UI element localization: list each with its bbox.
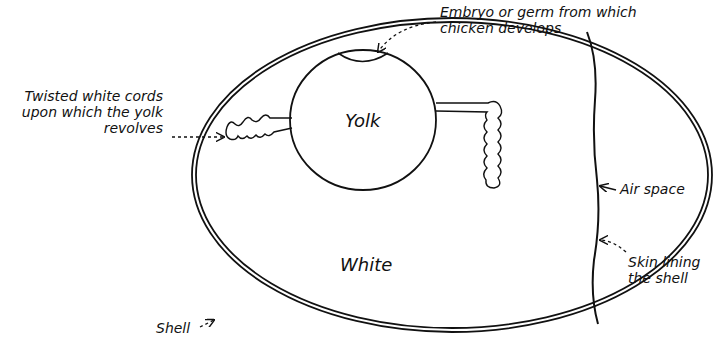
shell-membrane xyxy=(587,32,598,324)
chalaza xyxy=(226,115,292,140)
embryo xyxy=(338,53,388,62)
callout-label: Twisted white cords upon which the yolk … xyxy=(3,88,163,136)
callout-label: Shell xyxy=(156,320,200,336)
egg-outline xyxy=(190,16,714,334)
leader-line xyxy=(600,186,616,190)
leader-line xyxy=(172,136,224,137)
callout-label: Skin lining the shell xyxy=(628,254,714,286)
yolk-circle: Yolk xyxy=(288,48,438,192)
chalaza xyxy=(436,102,502,188)
yolk-line xyxy=(290,50,436,190)
callout-label: Air space xyxy=(620,181,710,197)
callout-label: Embryo or germ from which chicken develo… xyxy=(440,4,670,36)
region-label: White xyxy=(340,254,392,275)
egg-shell: White Yolk xyxy=(190,16,714,334)
leader-line xyxy=(200,320,214,327)
leader-line xyxy=(600,240,626,252)
part-label: Yolk xyxy=(345,110,380,131)
